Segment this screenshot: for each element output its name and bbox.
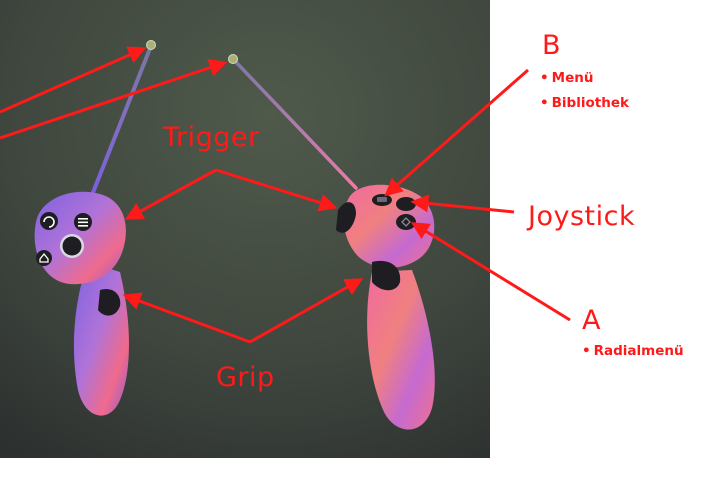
b-item-library: Bibliothek: [540, 95, 629, 111]
b-button-label: B: [542, 30, 561, 61]
joystick-icon: [60, 234, 84, 258]
a-item-radial-menu: Radialmenü: [582, 343, 684, 359]
b-button: [372, 194, 392, 206]
grip-label: Grip: [216, 362, 275, 393]
right-ray-endpoint: [229, 55, 238, 64]
home-icon: [36, 250, 52, 266]
left-controller-handle: [74, 262, 129, 416]
b-item-menu: Menü: [540, 70, 593, 86]
joystick-label: Joystick: [528, 201, 635, 232]
left-ray-endpoint: [147, 41, 156, 50]
a-button-label: A: [582, 305, 601, 336]
a-button: [396, 214, 416, 230]
rotate-icon: [40, 212, 58, 230]
right-joystick: [396, 197, 416, 211]
menu-icon: [74, 213, 92, 231]
trigger-label: Trigger: [163, 122, 260, 153]
